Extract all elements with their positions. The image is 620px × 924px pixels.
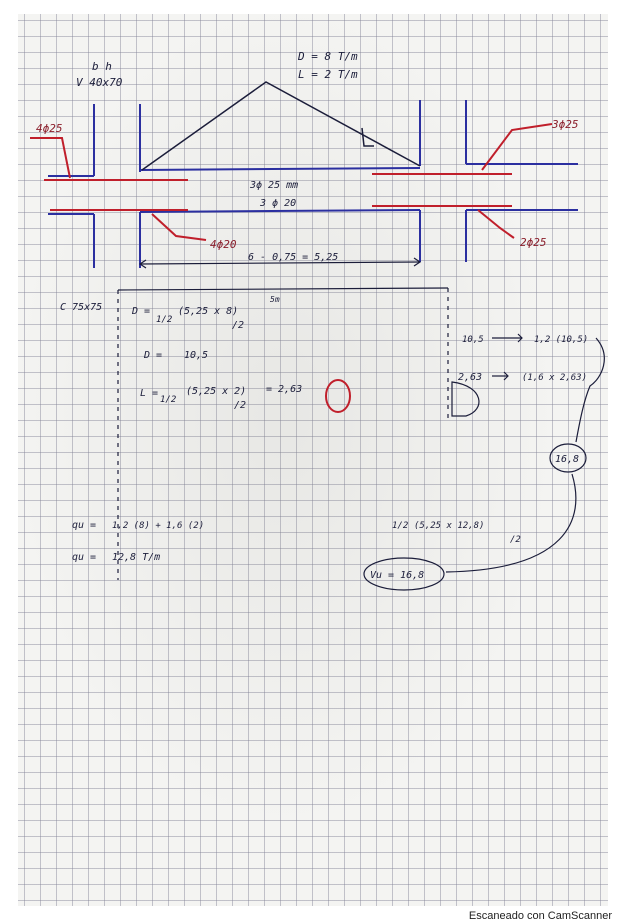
- red-circle-sketch: [325, 379, 351, 413]
- vu-formula-fraction: 1/2: [392, 521, 408, 531]
- live-load-label: L = 2 T/m: [298, 68, 358, 81]
- d-result-value: 10,5: [184, 350, 208, 361]
- arrow-right-1-head: [517, 333, 523, 343]
- dead-load-label: D = 8 T/m: [297, 50, 358, 63]
- dimension-lines: [117, 257, 605, 591]
- span-arrow-right: [413, 257, 422, 267]
- total-to-vu-connector: [445, 473, 577, 573]
- vu-formula: (5,25 x 12,8): [414, 521, 484, 531]
- d-formula-div: /2: [232, 320, 244, 331]
- l-result: = 2,63: [266, 384, 302, 395]
- beam-section-label: V 40x70: [76, 76, 123, 89]
- rebar-bottom-right-label: 2ϕ25: [520, 236, 547, 249]
- arrow-right-2-head: [503, 371, 509, 381]
- qu-formula-label: qu =: [72, 520, 96, 531]
- l-formula-label: L =: [140, 388, 158, 399]
- annotations: b h V 40x70 D = 8 T/m L = 2 T/m 4ϕ25 3ϕ2…: [36, 50, 588, 581]
- qu-formula: 1,2 (8) + 1,6 (2): [112, 521, 204, 531]
- right-value-1-calc: 1,2 (10,5): [534, 335, 588, 345]
- beam-bottom-line: [139, 209, 421, 213]
- qu-result-label: qu =: [72, 552, 96, 563]
- d-formula-paren: (5,25 x 8): [178, 306, 238, 317]
- m-label: 5m: [270, 295, 280, 304]
- l-formula-fraction: 1/2: [160, 395, 176, 405]
- shear-sketch: [451, 381, 480, 417]
- d-formula-label: D =: [131, 306, 150, 317]
- leader-bottom-right: [477, 209, 515, 239]
- rebar-top-left-label: 4ϕ25: [36, 122, 63, 135]
- l-formula-paren: (5,25 x 2): [186, 386, 246, 397]
- vu-result: Vu = 16,8: [370, 570, 424, 581]
- brace-to-total: [575, 337, 605, 443]
- leader-bottom-left: [151, 213, 207, 241]
- total-circle: [549, 443, 587, 473]
- right-value-2: 2,63: [458, 372, 482, 383]
- rebar-bottom-left-label: 4ϕ20: [210, 238, 237, 251]
- rebar-bottom-center-label: 3 ϕ 20: [259, 198, 296, 209]
- vu-formula-div: /2: [510, 535, 521, 545]
- load-diagram: [141, 81, 421, 171]
- leader-top-left: [30, 137, 71, 179]
- vu-circle: [363, 557, 445, 591]
- clear-span-label: 6 - 0,75 = 5,25: [248, 252, 338, 263]
- column-section-label: C 75x75: [60, 302, 102, 313]
- right-value-1: 10,5: [462, 335, 484, 345]
- d-formula-fraction: 1/2: [156, 315, 172, 325]
- span-arrow-left: [138, 259, 147, 269]
- right-total: 16,8: [555, 454, 579, 465]
- load-tick: [361, 127, 374, 147]
- qu-result: 12,8 T/m: [112, 552, 160, 563]
- graph-paper-sheet: [18, 14, 608, 906]
- rebar-top-right-label: 3ϕ25: [551, 118, 579, 131]
- top-dimension-line: [117, 287, 449, 291]
- leader-top-right: [481, 123, 553, 171]
- rebars: [30, 123, 553, 413]
- rebar-top-center-label: 3ϕ 25 mm: [249, 180, 298, 191]
- columns: [48, 100, 578, 268]
- right-value-2-calc: (1,6 x 2,63): [522, 373, 587, 383]
- clear-span-dimension: [139, 261, 421, 265]
- load-triangle: [141, 81, 421, 171]
- l-formula-div: /2: [234, 400, 246, 411]
- beam-top-line: [139, 167, 421, 171]
- d-result-label: D =: [143, 350, 162, 361]
- scanner-footer: Escaneado con CamScanner: [468, 910, 612, 922]
- section-bh-label: b h: [92, 60, 112, 73]
